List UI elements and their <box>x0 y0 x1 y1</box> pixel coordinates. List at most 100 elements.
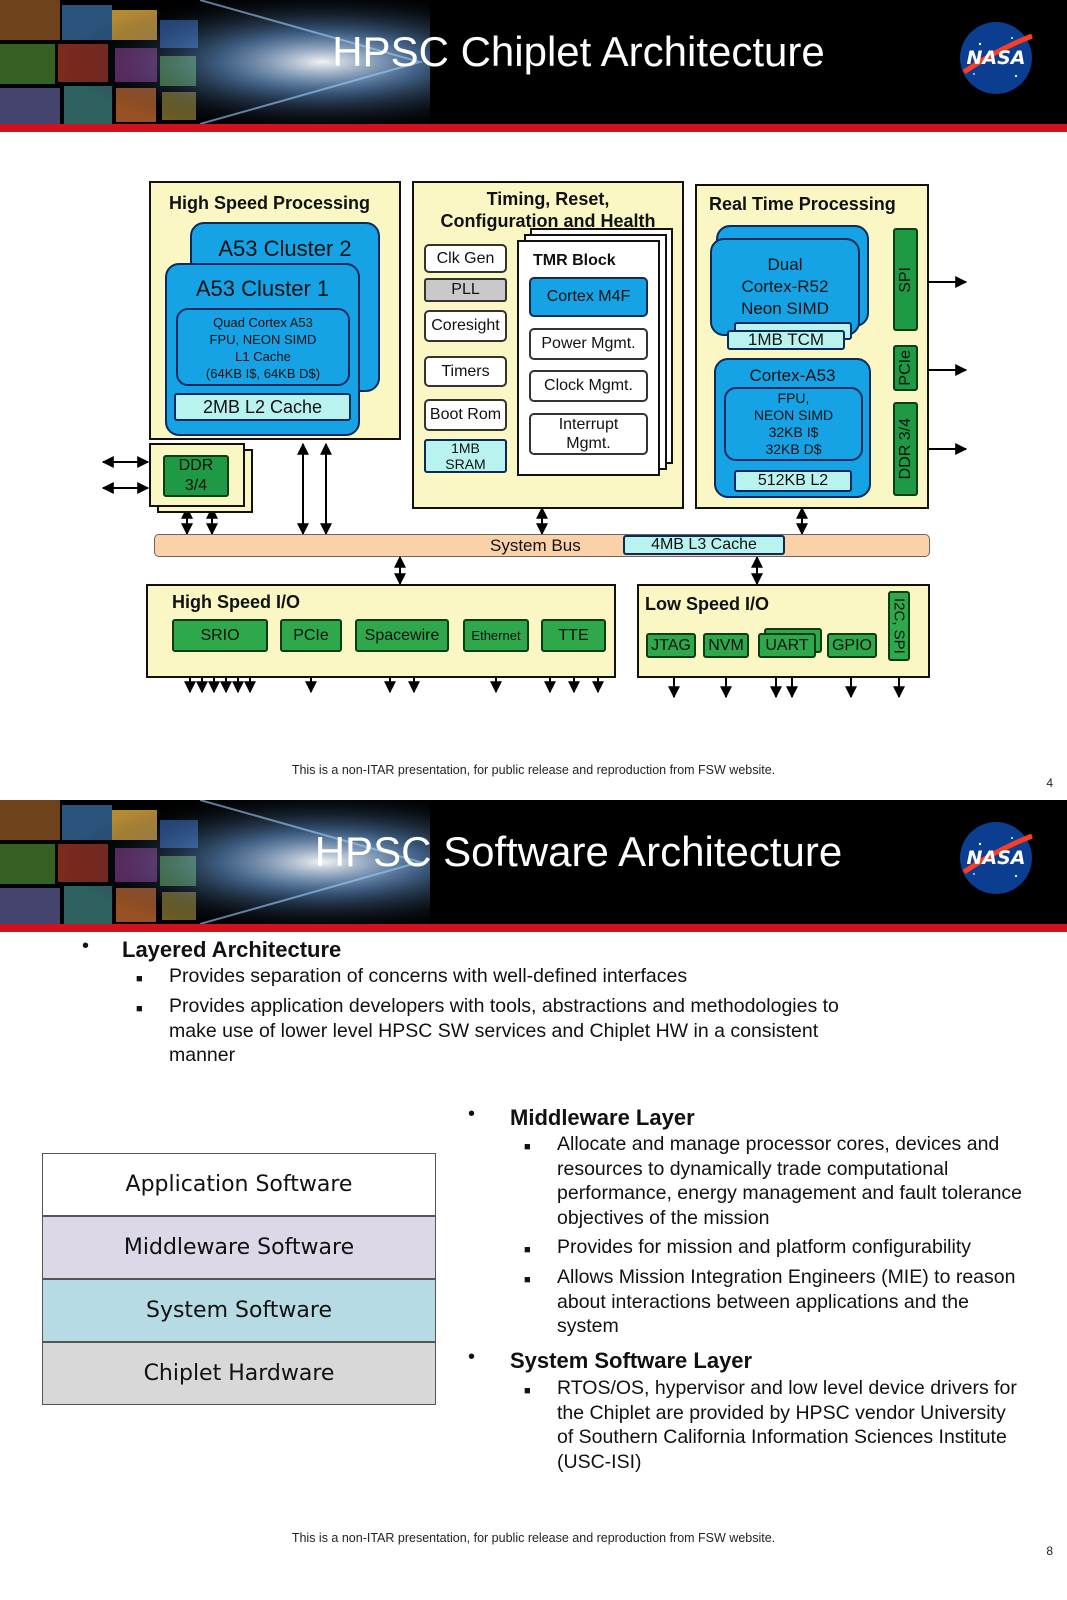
i2c-spi-label: I2C, SPI <box>890 598 908 654</box>
banner-collage-image <box>0 0 430 124</box>
ethernet-port: Ethernet <box>463 619 529 652</box>
layer-application: Application Software <box>42 1153 436 1216</box>
middleware-point: Allows Mission Integration Engineers (MI… <box>557 1266 1016 1337</box>
layer-label: Chiplet Hardware <box>143 1361 335 1386</box>
pcie-rt-port: PCIe <box>893 345 918 391</box>
power-mgmt-block: Power Mgmt. <box>529 328 648 360</box>
gpio-port: GPIO <box>827 633 877 658</box>
nasa-logo: NASA <box>960 822 1033 894</box>
panel-title-line: Timing, Reset, <box>486 189 610 209</box>
clock-mgmt-block: Clock Mgmt. <box>529 370 648 402</box>
middleware-point: Provides for mission and platform config… <box>557 1236 972 1258</box>
layered-point: Provides separation of concerns with wel… <box>169 965 688 987</box>
spacewire-port: Spacewire <box>355 619 449 652</box>
system-bus-label: System Bus <box>490 536 581 555</box>
layered-heading: Layered Architecture <box>122 937 342 962</box>
tte-port: TTE <box>541 619 606 652</box>
layer-label: Middleware Software <box>123 1235 355 1260</box>
slide-title: HPSC Software Architecture <box>314 828 843 875</box>
layer-hardware: Chiplet Hardware <box>42 1342 436 1405</box>
cluster-2-label: A53 Cluster 2 <box>218 236 352 261</box>
accent-bar <box>0 924 1067 932</box>
ddr-line: 3/4 <box>184 477 208 494</box>
layer-label: System Software <box>145 1298 332 1323</box>
core-line: L1 Cache <box>235 349 291 364</box>
footer-note: This is a non-ITAR presentation, for pub… <box>291 1531 776 1545</box>
cortex-m4f-block: Cortex M4F <box>529 277 648 317</box>
panel-title: Low Speed I/O <box>645 594 770 614</box>
ddr-panel: DDR 3/4 <box>149 443 245 507</box>
rt-l2-block: 512KB L2 <box>734 470 852 492</box>
footer-note: This is a non-ITAR presentation, for pub… <box>291 763 776 777</box>
svg-text:NASA: NASA <box>967 47 1026 69</box>
jtag-port: JTAG <box>646 633 696 658</box>
tmr-title: TMR Block <box>533 252 616 269</box>
r52-line: Neon SIMD <box>741 299 829 318</box>
layer-middleware: Middleware Software <box>42 1216 436 1279</box>
pcie-port: PCIe <box>280 619 342 652</box>
a53-rt-line: FPU, <box>777 390 810 406</box>
panel-title-line: Configuration and Health <box>440 211 656 231</box>
a53-rt-line: 32KB I$ <box>768 424 819 440</box>
ddr-rt-label: DDR 3/4 <box>896 418 914 480</box>
a53-rt-core: FPU, NEON SIMD 32KB I$ 32KB D$ <box>724 387 863 461</box>
banner-collage-image <box>0 800 430 924</box>
nasa-logo: NASA <box>960 22 1033 94</box>
uart-port: UART <box>758 633 816 658</box>
bullet: • <box>82 935 90 957</box>
bullet-square: ■ <box>136 973 143 985</box>
srio-port: SRIO <box>172 619 268 652</box>
sram-block: 1MB SRAM <box>424 439 507 473</box>
interrupt-line: Mgmt. <box>566 435 611 452</box>
spi-label: SPI <box>896 266 914 293</box>
bullet-square: ■ <box>524 1274 531 1286</box>
timers-block: Timers <box>424 356 507 387</box>
boot-rom-block: Boot Rom <box>424 399 507 431</box>
panel-title: High Speed I/O <box>172 592 301 612</box>
a53-rt-line: NEON SIMD <box>753 407 834 423</box>
core-line: FPU, NEON SIMD <box>209 332 317 347</box>
ddr-rt-port: DDR 3/4 <box>893 402 918 496</box>
bullet: • <box>468 1103 476 1125</box>
r52-line: Dual <box>767 255 803 274</box>
system-sw-point: RTOS/OS, hypervisor and low level device… <box>557 1377 1017 1473</box>
middleware-heading: Middleware Layer <box>510 1105 695 1130</box>
a53-rt-line: 32KB D$ <box>765 441 822 457</box>
pcie-rt-label: PCIe <box>896 350 914 386</box>
l2-cache-block: 2MB L2 Cache <box>174 393 351 421</box>
interrupt-mgmt-block: Interrupt Mgmt. <box>529 413 648 455</box>
tmr-block: TMR Block Cortex M4F Power Mgmt. Clock M… <box>517 240 660 476</box>
layer-label: Application Software <box>125 1172 353 1197</box>
middleware-point: Allocate and manage processor cores, dev… <box>557 1133 1023 1229</box>
r52-line: Cortex-R52 <box>741 277 829 296</box>
bullet-square: ■ <box>136 1003 143 1015</box>
page-number: 4 <box>1046 776 1053 790</box>
i2c-spi-port: I2C, SPI <box>888 591 910 661</box>
ddr-line: DDR <box>178 457 214 474</box>
l3-cache-block: 4MB L3 Cache <box>623 535 785 555</box>
accent-bar <box>0 124 1067 132</box>
slide-software-architecture: HPSC Software Architecture NASA • Layere… <box>0 800 1067 1600</box>
core-line: (64KB I$, 64KB D$) <box>205 366 321 381</box>
quad-a53-core-block: Quad Cortex A53 FPU, NEON SIMD L1 Cache … <box>176 308 350 386</box>
slide-banner: HPSC Chiplet Architecture NASA <box>0 0 1067 124</box>
slide-title: HPSC Chiplet Architecture <box>332 28 825 75</box>
layer-system: System Software <box>42 1279 436 1342</box>
slide-banner: HPSC Software Architecture NASA <box>0 800 1067 924</box>
svg-text:NASA: NASA <box>967 847 1026 869</box>
bullet-square: ■ <box>524 1141 531 1153</box>
bullet: • <box>468 1346 476 1368</box>
sram-line: SRAM <box>445 456 486 472</box>
panel-title: High Speed Processing <box>169 193 371 213</box>
spi-port: SPI <box>893 228 918 331</box>
system-bus: System Bus 4MB L3 Cache <box>154 534 930 557</box>
tcm-block: 1MB TCM <box>727 330 845 350</box>
clk-gen-block: Clk Gen <box>424 244 507 273</box>
layered-point: Provides application developers with too… <box>169 995 839 1066</box>
ddr-block: DDR 3/4 <box>163 455 229 497</box>
page-number: 8 <box>1046 1544 1053 1558</box>
a53-cluster-1-block: A53 Cluster 1 Quad Cortex A53 FPU, NEON … <box>165 263 360 436</box>
coresight-block: Coresight <box>424 310 507 342</box>
pll-block: PLL <box>424 278 507 302</box>
cortex-a53-rt-block: Cortex-A53 FPU, NEON SIMD 32KB I$ 32KB D… <box>714 358 871 498</box>
